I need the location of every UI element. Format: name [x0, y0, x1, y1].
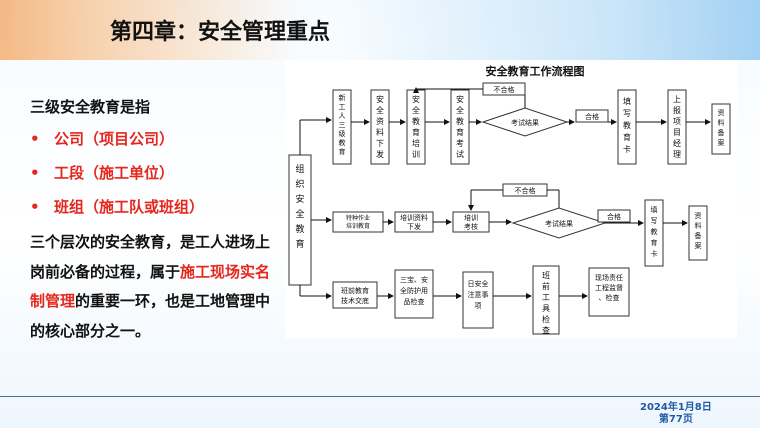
row1-pass-label: 合格 — [585, 112, 599, 121]
footer-page: 第77页 — [658, 414, 693, 425]
bullet-company: • 公司（项目公司） — [30, 128, 174, 149]
row2-result-label: 考试结果 — [545, 219, 573, 228]
row3-daily-box — [462, 271, 494, 329]
header-band-left — [0, 0, 300, 60]
row1-card-label: 填写教育卡 — [623, 96, 631, 154]
row2-special-label: 特种作业培训教育 — [346, 214, 370, 230]
row1-archive-label: 资料备案 — [718, 108, 725, 147]
flowchart-svg: 安全教育工作流程图 组织安全教育 新工人三级教育 安全资料下发 安全教育培训 安… — [288, 64, 731, 335]
row2-card-label: 填写教育卡 — [651, 205, 658, 258]
row2-card-box — [644, 199, 664, 267]
row1-card-box — [617, 89, 637, 165]
bullet-section: • 工段（施工单位） — [30, 162, 174, 183]
row1-new-worker-box — [332, 89, 352, 165]
bullet-dot: • — [30, 164, 40, 182]
row3-ppe-box — [394, 269, 434, 319]
row1-exam-label: 安全教育考试 — [456, 94, 464, 159]
left-text-column: 三级安全教育是指 • 公司（项目公司） • 工段（施工单位） • 班组（施工队或班组）… — [30, 96, 270, 340]
row2-check-label: 培训考核 — [464, 213, 478, 231]
intro-line: 三级安全教育是指 — [30, 98, 151, 116]
row3-daily-label: 日安全注意事项 — [468, 279, 489, 310]
row2-pass-label: 合格 — [607, 212, 621, 221]
row2-archive-label: 资料备案 — [695, 211, 702, 250]
para-part1: 三个层次的安全教育，是工人进场上岗前必备的过程，属于 — [30, 233, 271, 281]
row2-connectors — [383, 189, 688, 226]
row1-exam-box — [450, 89, 470, 165]
row3-supervise-label: 现场责任工程监督、检查 — [595, 273, 623, 302]
row2-pass-box — [597, 209, 631, 223]
row2-materials-label: 培训资料下发 — [400, 213, 428, 231]
row1-result-label: 考试结果 — [511, 118, 539, 127]
row1-connectors — [351, 87, 711, 125]
row1-new-worker-label: 新工人三级教育 — [339, 93, 346, 156]
row1-pass-box — [575, 109, 609, 123]
row2-fail-label: 不合格 — [515, 186, 536, 195]
bullet-dot: • — [30, 198, 40, 216]
row3-supervise-box — [588, 267, 630, 317]
row3-tools-label: 班前工具检查 — [542, 270, 550, 335]
start-connectors — [299, 117, 332, 299]
flowchart-title: 安全教育工作流程图 — [486, 64, 585, 78]
footer: 2024年1月8日 第77页 — [640, 402, 712, 426]
row2-archive-box — [688, 205, 708, 261]
row3-ppe-label: 三宝、安全防护用品检查 — [400, 275, 428, 306]
para-highlight: 施工现场实名制管理 — [30, 262, 271, 311]
bullet-dot: • — [30, 130, 40, 148]
row3-briefing-label: 班前教育技术交底 — [341, 286, 369, 305]
slide-title: 第四章：安全管理重点 — [110, 20, 331, 45]
header-band-right — [340, 0, 760, 60]
row1-materials-label: 安全资料下发 — [376, 94, 384, 159]
row1-report-box — [667, 89, 687, 165]
bullet-text: 工段（施工单位） — [54, 164, 175, 182]
row1-archive-box — [711, 103, 731, 155]
row1-fail-label: 不合格 — [494, 85, 515, 94]
row3-briefing-box — [332, 281, 378, 309]
bullet-text: 班组（施工队或班组） — [54, 198, 205, 216]
bullet-text: 公司（项目公司） — [54, 130, 175, 148]
footer-date: 2024年1月8日 — [640, 402, 712, 413]
para-part2: 的重要一环，也是工地管理中的核心部分之一。 — [30, 292, 271, 340]
row1-report-label: 上报项目经理 — [673, 95, 681, 159]
flowchart-panel: 安全教育工作流程图 组织安全教育 新工人三级教育 安全资料下发 安全教育培训 安… — [285, 60, 737, 338]
bottom-divider — [0, 396, 760, 397]
row1-training-label: 安全教育培训 — [412, 94, 420, 159]
row1-materials-box — [370, 89, 390, 165]
start-box-label: 组织安全教育 — [295, 163, 304, 250]
row3-tools-box — [532, 265, 560, 335]
bullet-team: • 班组（施工队或班组） — [30, 196, 204, 217]
description-paragraph: 三个层次的安全教育，是工人进场上岗前必备的过程，属于施工现场实名制管理的重要一环… — [30, 228, 272, 346]
